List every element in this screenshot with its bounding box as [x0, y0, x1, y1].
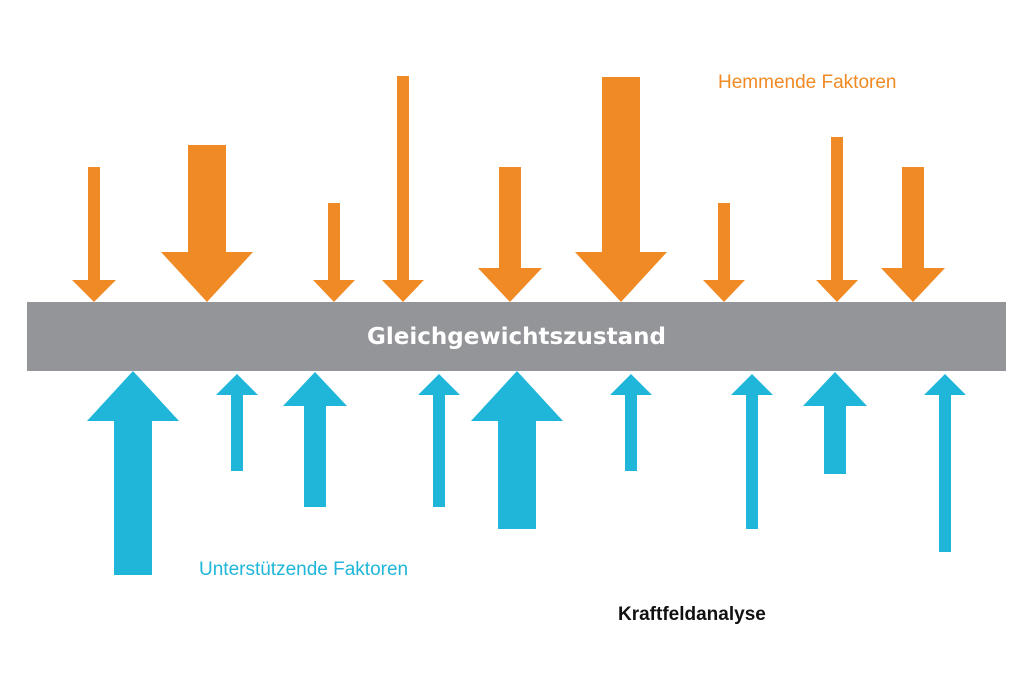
driving-arrow-6: [610, 374, 652, 471]
restraining-arrow-2: [161, 145, 253, 302]
diagram-caption: Kraftfeldanalyse: [618, 604, 766, 625]
equilibrium-label: Gleichgewichtszustand: [367, 323, 666, 350]
equilibrium-bar: Gleichgewichtszustand: [27, 302, 1006, 371]
restraining-arrow-8: [816, 137, 858, 302]
driving-arrow-2: [216, 374, 258, 471]
restraining-forces-label: Hemmende Faktoren: [718, 72, 897, 93]
restraining-arrow-4: [382, 76, 424, 302]
restraining-arrow-7: [703, 203, 745, 302]
driving-arrow-9: [924, 374, 966, 552]
driving-arrow-4: [418, 374, 460, 507]
driving-arrow-8: [803, 372, 867, 474]
restraining-arrow-5: [478, 167, 542, 302]
driving-arrows: [87, 371, 966, 575]
driving-forces-label: Unterstützende Faktoren: [199, 559, 409, 580]
restraining-arrow-3: [313, 203, 355, 302]
driving-arrow-1: [87, 371, 179, 575]
driving-arrow-5: [471, 371, 563, 529]
restraining-arrows: [72, 76, 945, 302]
restraining-arrow-1: [72, 167, 116, 302]
restraining-arrow-6: [575, 77, 667, 302]
driving-arrow-7: [731, 374, 773, 529]
driving-arrow-3: [283, 372, 347, 507]
restraining-arrow-9: [881, 167, 945, 302]
